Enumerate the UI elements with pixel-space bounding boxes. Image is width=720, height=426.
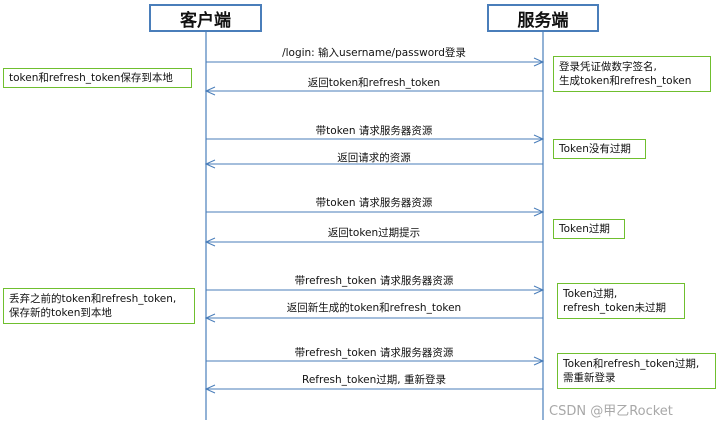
message-label: 带token 请求服务器资源 (315, 197, 433, 209)
message-label: 返回新生成的token和refresh_token (286, 302, 462, 314)
note-line: refresh_token未过期 (563, 302, 667, 314)
note-line: Token和refresh_token过期, (563, 358, 700, 370)
message-label: /login: 输入username/password登录 (282, 47, 466, 59)
message-arrowhead (533, 207, 545, 217)
message-label: 返回token和refresh_token (307, 77, 441, 89)
note-line: Token没有过期 (559, 143, 631, 155)
server-note-refresh-valid: Token过期, refresh_token未过期 (557, 283, 685, 319)
server-note-relogin: Token和refresh_token过期, 需重新登录 (557, 353, 716, 389)
message-arrows (204, 57, 545, 394)
message-arrowhead (204, 313, 216, 323)
message-label: 返回请求的资源 (337, 152, 411, 164)
message-label: 带token 请求服务器资源 (315, 125, 433, 137)
message-arrowhead (533, 57, 545, 67)
message-arrowhead (204, 237, 216, 247)
server-note-sign-credentials: 登录凭证做数字签名, 生成token和refresh_token (553, 56, 711, 92)
actor-server: 服务端 (487, 4, 599, 32)
message-label: Refresh_token过期, 重新登录 (302, 374, 446, 386)
note-line: Token过期 (559, 223, 610, 235)
server-note-token-valid: Token没有过期 (553, 139, 646, 159)
message-label: 带refresh_token 请求服务器资源 (294, 347, 454, 359)
note-line: 丢弃之前的token和refresh_token, (9, 293, 177, 305)
message-arrowhead (204, 86, 216, 96)
watermark: CSDN @甲乙Rocket (549, 404, 673, 419)
message-arrowhead (533, 356, 545, 366)
actor-client: 客户端 (149, 4, 262, 32)
message-arrowhead (533, 285, 545, 295)
note-line: 生成token和refresh_token (559, 75, 692, 87)
server-note-token-expired: Token过期 (553, 219, 625, 239)
message-arrowhead (204, 384, 216, 394)
message-label: 返回token过期提示 (327, 227, 421, 239)
note-line: 需重新登录 (563, 372, 616, 384)
note-line: Token过期, (563, 288, 618, 300)
note-line: 登录凭证做数字签名, (559, 61, 657, 73)
message-label: 带refresh_token 请求服务器资源 (294, 275, 454, 287)
note-line: 保存新的token到本地 (9, 307, 112, 319)
client-note-save-tokens: token和refresh_token保存到本地 (3, 68, 192, 88)
note-line: token和refresh_token保存到本地 (9, 72, 173, 84)
client-note-replace-token: 丢弃之前的token和refresh_token, 保存新的token到本地 (3, 288, 195, 324)
message-arrowhead (533, 134, 545, 144)
message-arrowhead (204, 159, 216, 169)
